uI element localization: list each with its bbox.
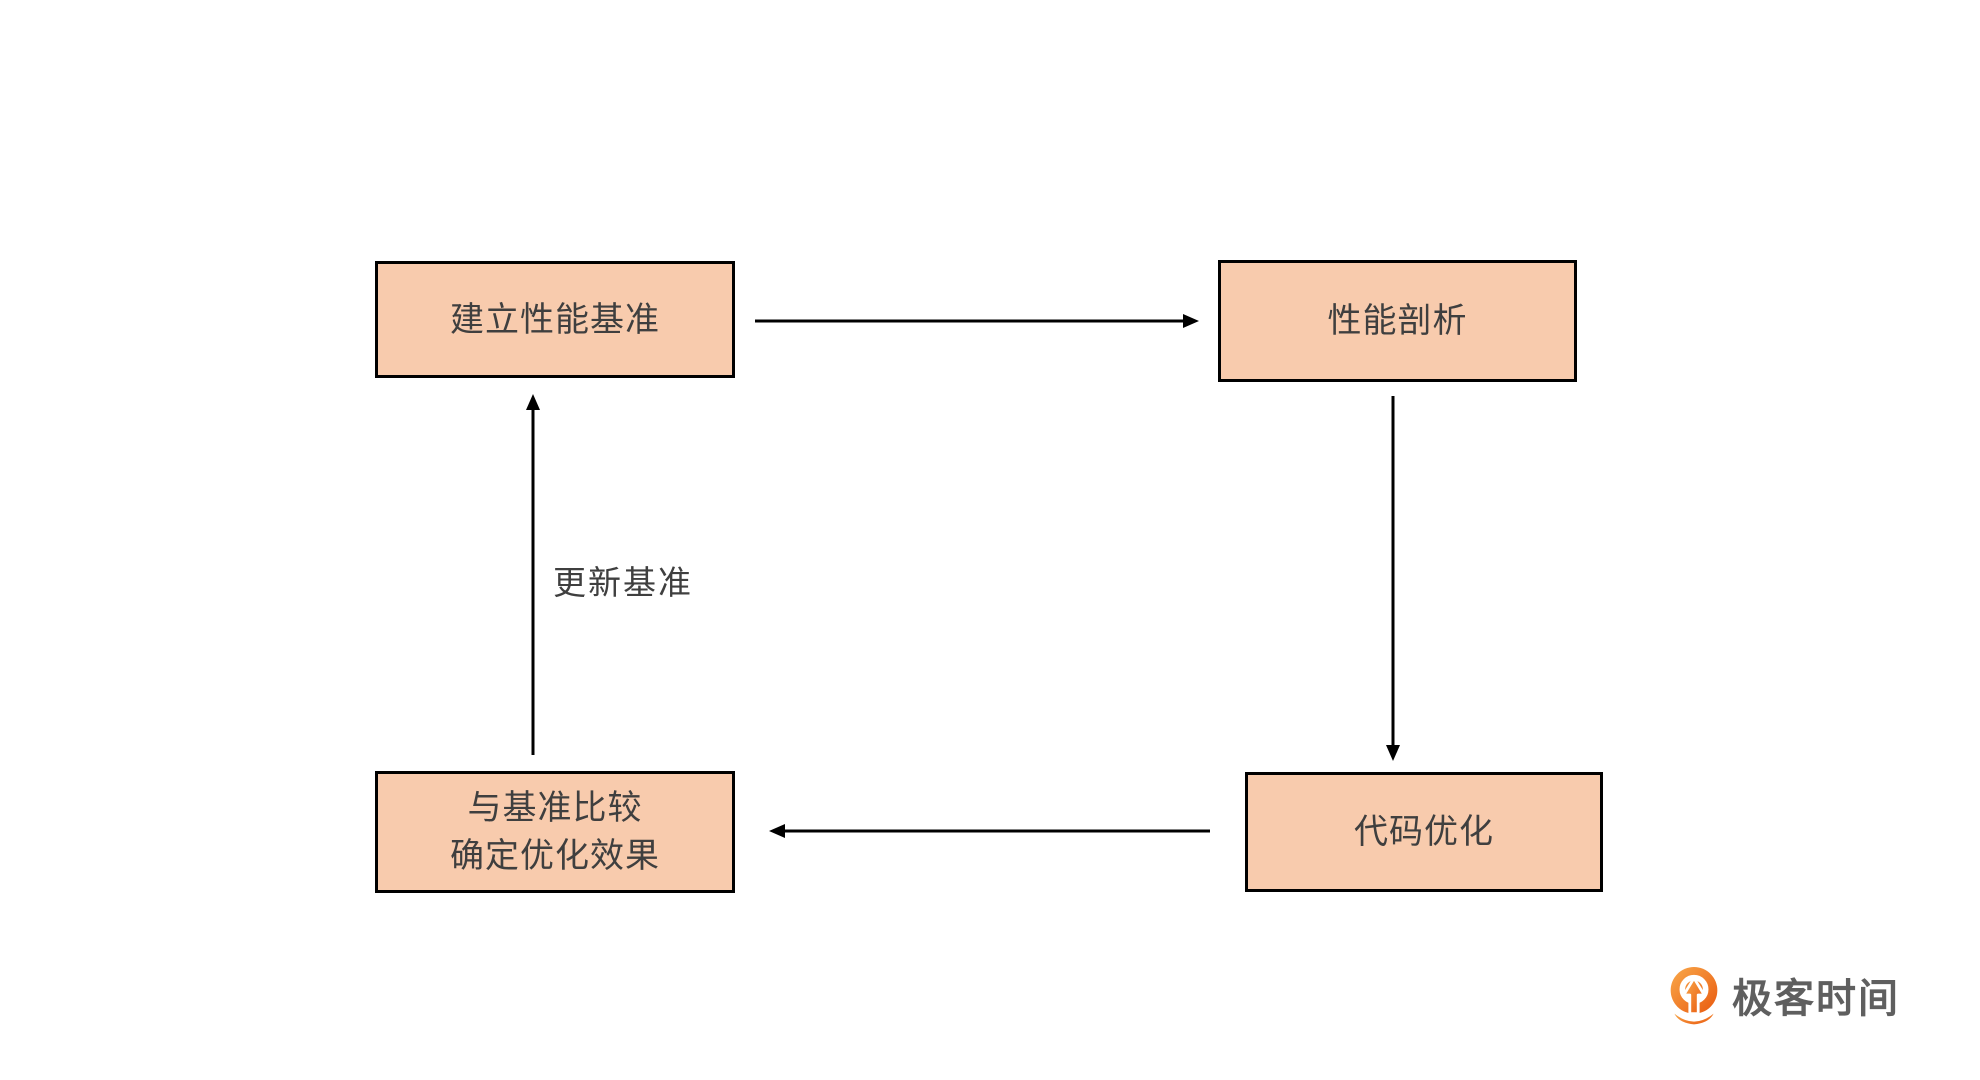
node-label-line-2: 确定优化效果 <box>450 837 660 875</box>
node-performance-profiling: 性能剖析 <box>1218 260 1577 382</box>
brand-logo: 极客时间 <box>1666 964 1900 1026</box>
brand-logo-text: 极客时间 <box>1732 977 1900 1021</box>
geektime-logo-icon <box>1670 967 1718 1025</box>
node-label: 建立性能基准 <box>450 300 660 339</box>
node-label: 性能剖析 <box>1327 302 1468 340</box>
node-label: 代码优化 <box>1354 813 1494 851</box>
node-label-line-1: 与基准比较 <box>467 789 643 827</box>
edge-label-update-baseline: 更新基准 <box>553 564 693 601</box>
node-establish-baseline: 建立性能基准 <box>375 261 735 378</box>
node-code-optimization: 代码优化 <box>1245 772 1603 892</box>
node-compare-with-baseline: 与基准比较 确定优化效果 <box>375 771 735 893</box>
